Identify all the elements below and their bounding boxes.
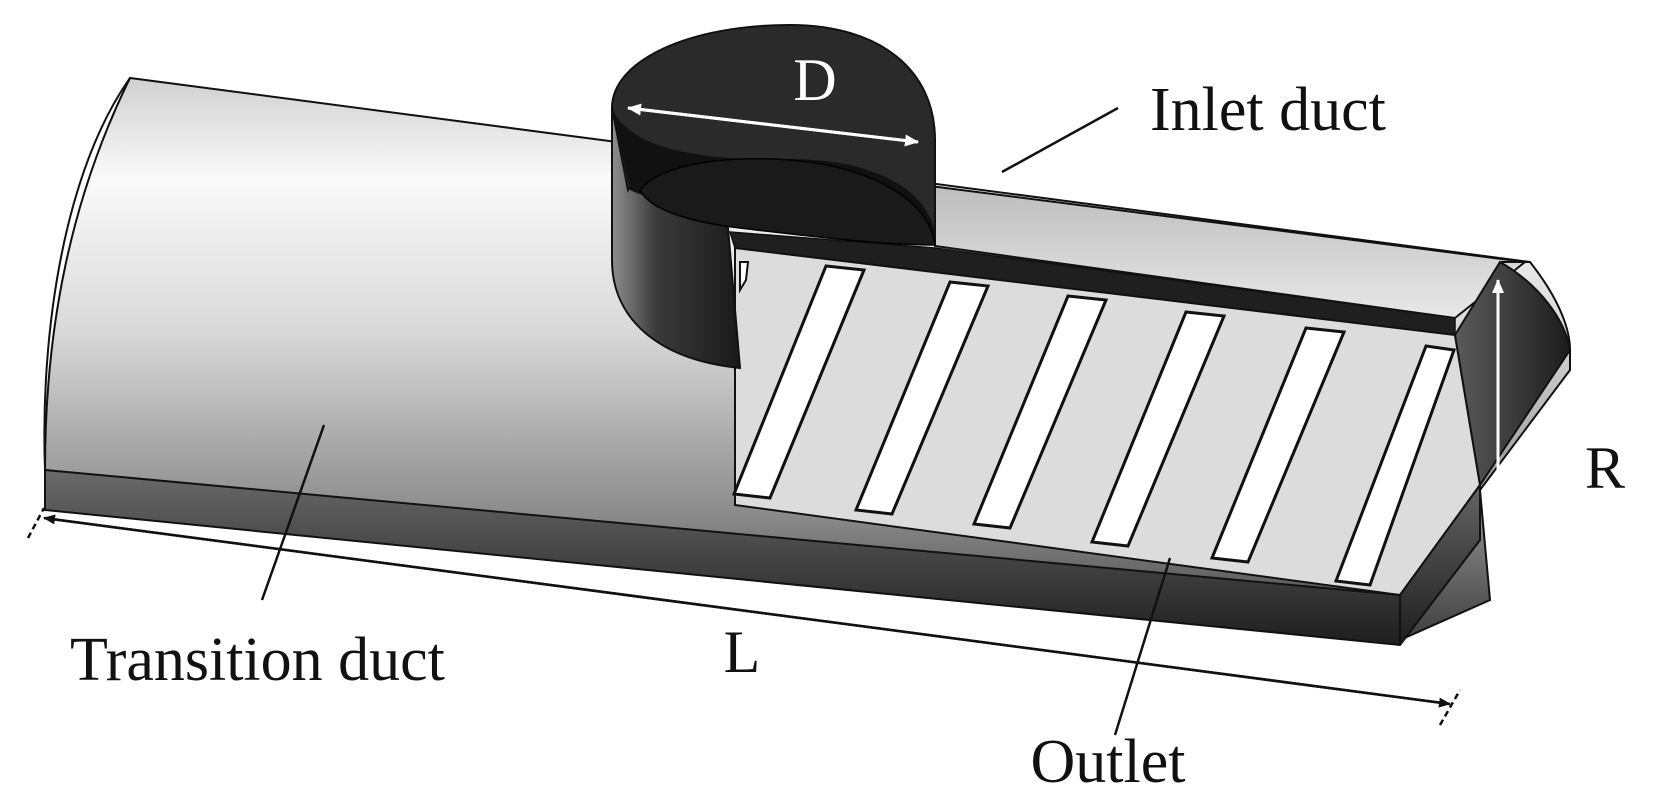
transition-duct-label: Transition duct <box>70 626 445 694</box>
outlet-slot <box>853 280 991 516</box>
inlet-duct-leader <box>1001 106 1119 174</box>
radius-label: R <box>1585 435 1625 501</box>
outlet-slot <box>739 261 750 294</box>
outlet-slot <box>731 264 867 500</box>
outlet-slots <box>731 261 1457 587</box>
inlet-duct-label: Inlet duct <box>1150 76 1386 144</box>
diameter-dimension <box>627 103 919 147</box>
transition-duct-leader <box>260 424 326 601</box>
length-dimension <box>26 507 1462 726</box>
outlet-label: Outlet <box>1031 728 1186 796</box>
length-label: L <box>724 619 761 685</box>
outlet-slot <box>971 294 1109 530</box>
outlet-slot <box>1089 310 1227 548</box>
duct-inner-rim <box>728 231 1456 336</box>
inlet-duct-body <box>610 23 936 370</box>
duct-end-cap <box>1453 260 1572 488</box>
outlet-slot <box>1209 326 1347 564</box>
outlet-leader <box>1113 557 1172 736</box>
outlet-slot <box>1333 344 1457 587</box>
diameter-label: D <box>793 47 836 113</box>
